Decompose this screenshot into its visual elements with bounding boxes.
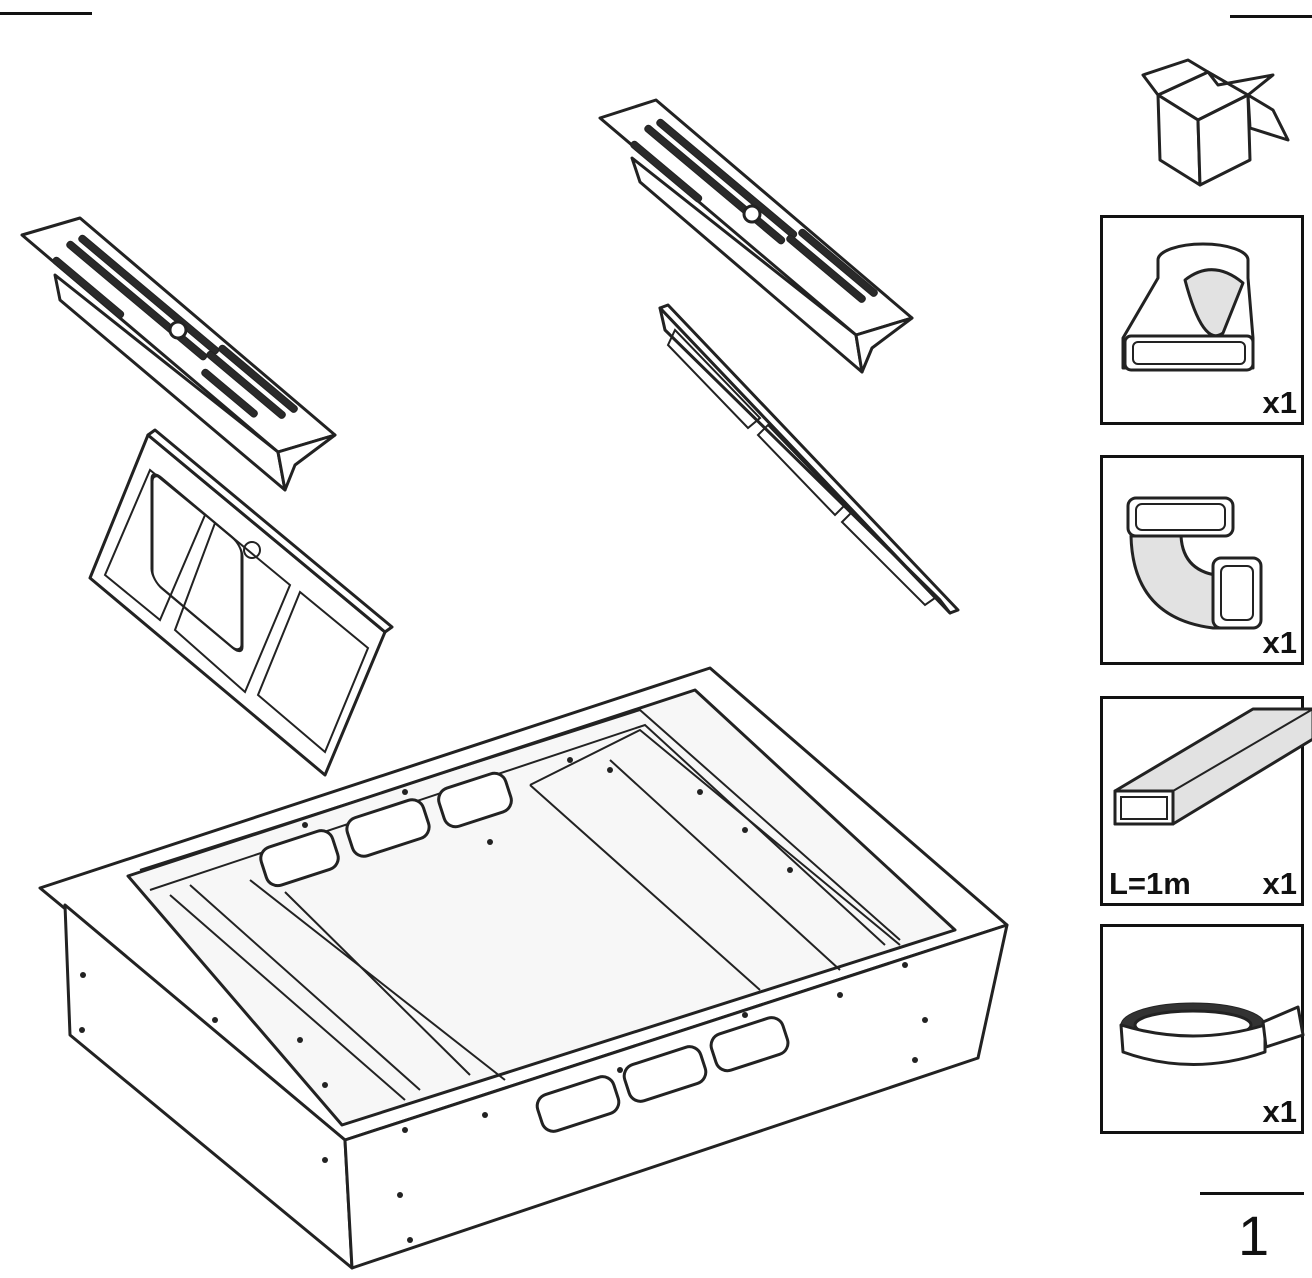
tape-quantity: x1 bbox=[1262, 1094, 1297, 1129]
top-left-rule bbox=[0, 12, 92, 15]
elbow-quantity: x1 bbox=[1262, 625, 1297, 660]
left-vent-grille bbox=[20, 216, 337, 492]
main-housing bbox=[38, 666, 1009, 1270]
box-contents-icon bbox=[1141, 58, 1290, 187]
flat-duct-quantity: x1 bbox=[1262, 866, 1297, 901]
assembly-illustration bbox=[20, 98, 1009, 1270]
box-adapter-icon bbox=[1121, 242, 1255, 372]
part-box-adapter: x1 bbox=[1100, 215, 1304, 425]
accessories-panel: x1 x1 L=1m x1 x1 bbox=[1098, 0, 1312, 1278]
part-tape: x1 bbox=[1100, 924, 1305, 1134]
tape-icon bbox=[1119, 1002, 1305, 1066]
flat-duct-length: L=1m bbox=[1109, 866, 1191, 901]
page-number: 1 bbox=[1238, 1204, 1270, 1267]
page-number-rule bbox=[1200, 1192, 1304, 1195]
left-filter-panel bbox=[88, 428, 394, 777]
right-vent-grille bbox=[598, 98, 914, 374]
right-filter-panel bbox=[658, 303, 960, 615]
flat-duct-icon bbox=[1113, 707, 1312, 826]
top-right-rule bbox=[1230, 15, 1312, 18]
elbow-icon bbox=[1126, 496, 1263, 630]
part-elbow: x1 bbox=[1100, 455, 1304, 665]
part-flat-duct: L=1m x1 bbox=[1100, 696, 1312, 906]
box-adapter-quantity: x1 bbox=[1262, 385, 1297, 420]
